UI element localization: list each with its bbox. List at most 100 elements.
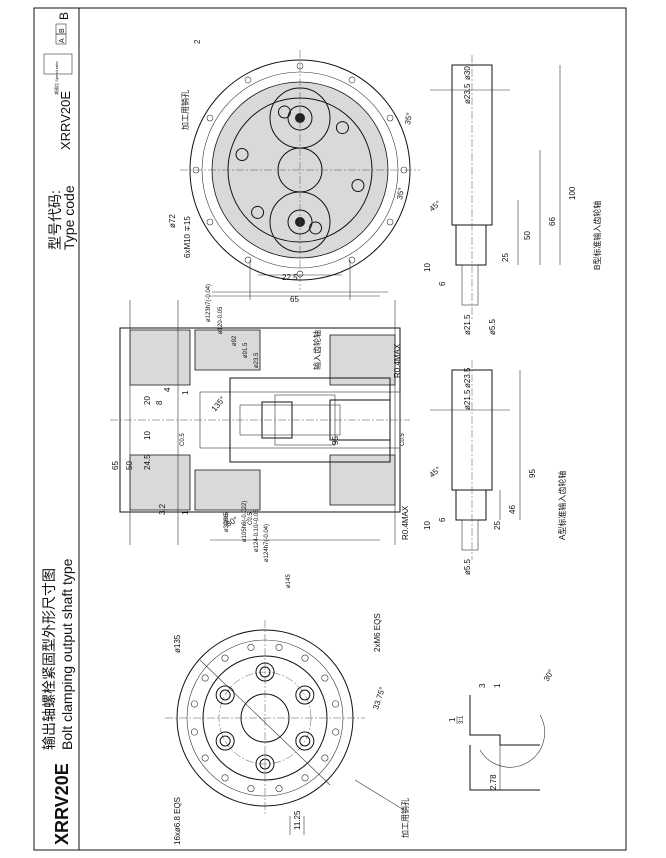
flange-hole — [247, 785, 255, 793]
sec-c2: C0.5 — [400, 433, 406, 446]
section-left-dim: 20 — [143, 396, 152, 405]
section-left-dim: 50 — [125, 461, 134, 470]
sec-c4: C0.5 — [248, 512, 254, 525]
section-left-dim: 1 — [181, 510, 190, 515]
sec-95: 95 — [331, 436, 340, 445]
option-a: A — [59, 38, 66, 43]
section-left-dim: 65 — [111, 461, 120, 470]
section-diameter-dims: ø145ø124h7(-0.04)ø124-0.10/-0.05ø105h6(-… — [206, 284, 292, 588]
sa-25: 25 — [493, 521, 502, 530]
tapped-hole — [309, 221, 323, 235]
outer-hole — [296, 270, 304, 278]
flange-hole — [332, 728, 340, 736]
detail-d3: 2.78 — [489, 774, 498, 790]
flange-hole — [321, 754, 329, 762]
pcd-label: ø135 — [173, 634, 182, 653]
section-diameter-dim: ø23.5 — [254, 352, 260, 368]
section-left-dim: 1 — [181, 390, 190, 395]
section-left-dim: 3.2 — [158, 503, 167, 515]
shaft-a-label: A型标准输入齿轮轴 — [557, 471, 567, 540]
flange-hole — [301, 654, 309, 662]
flange-hole — [221, 774, 229, 782]
flange-hole — [201, 674, 209, 682]
output-bolt — [215, 731, 235, 751]
sa-21-5: ø21.5 — [463, 389, 472, 410]
section-diameter-dim: ø120-0.05 — [218, 306, 224, 334]
sa-5-5: ø5.5 — [463, 558, 472, 575]
detail-view: 1 3:1 3 1 30° 2.78 — [448, 668, 556, 791]
option-b-outer: B — [57, 12, 71, 20]
detail-d1: 3 — [478, 683, 487, 688]
section-diameter-dim: ø124-0.10/-0.05 — [254, 509, 260, 552]
rv-35b: 35° — [395, 187, 406, 200]
tapped-hole — [277, 105, 291, 119]
outer-hole — [244, 256, 252, 264]
flange-hole — [221, 654, 229, 662]
rv-35a: 35° — [403, 112, 414, 125]
flange-hole — [190, 700, 198, 708]
sa-45: 45° — [428, 465, 443, 480]
sec-input: 输入齿轮轴 — [312, 330, 322, 370]
sb-100: 100 — [568, 186, 577, 200]
outer-hole — [206, 114, 214, 122]
title-en: Bolt clamping output shaft type — [59, 558, 75, 750]
flange-hole — [275, 643, 283, 651]
section-left-dim: 24.5 — [143, 454, 152, 470]
shaft-a: ø23.5 ø21.5 ø5.5 45° 95 46 25 10 6 A型标准输… — [423, 360, 567, 575]
flange-hole — [201, 754, 209, 762]
shaft-b: ø30 ø23.5 ø21.5 ø5.5 45° 100 66 50 25 10… — [423, 55, 602, 335]
sb-30: ø30 — [463, 66, 472, 80]
output-flange-view: ø135 2xM6 EQS 33.75° 16xø6.8 EQS 加工用销孔 1… — [165, 613, 410, 845]
input-side-view: ø72 6xM10 ∓15 22.5 65 35° 35° 2 加工用销孔 — [168, 39, 420, 304]
section-left-dim: 8 — [155, 400, 164, 405]
tapped-hole — [351, 179, 365, 193]
section-left-dim: 10 — [143, 431, 152, 440]
width-label: 11.25 — [293, 810, 302, 830]
section-diameter-dim: ø32H6 — [224, 513, 230, 532]
outer-hole — [296, 62, 304, 70]
rv-2: 2 — [193, 39, 202, 44]
tapped-hole — [235, 147, 249, 161]
sb-66: 66 — [548, 217, 557, 226]
outer-hole — [206, 218, 214, 226]
output-bolt — [255, 754, 275, 774]
outer-hole — [386, 218, 394, 226]
tapped-hole — [335, 121, 349, 135]
option-b: B — [59, 28, 66, 33]
flange-hole — [321, 674, 329, 682]
flange-hole — [247, 643, 255, 651]
model-title: XRRV20E — [52, 763, 72, 845]
outer-hole — [348, 256, 356, 264]
option-box-b — [55, 23, 67, 35]
sec-r1: R0.4MAX — [393, 343, 402, 378]
sa-10: 10 — [423, 521, 432, 530]
flange-holes — [190, 643, 340, 793]
rv-pin: 加工用销孔 — [180, 90, 190, 130]
outer-hole — [400, 166, 408, 174]
section-diameter-dim: ø123h7(-0.04) — [206, 284, 212, 322]
rv-65: 65 — [290, 295, 299, 304]
detail-scale-den: 3:1 — [459, 715, 465, 724]
sec-c3: C0.5 — [224, 512, 230, 525]
tap-label: 2xM6 EQS — [373, 613, 382, 652]
rv-22-5: 22.5 — [282, 273, 298, 282]
holes-label: 16xø6.8 EQS — [173, 797, 182, 845]
sec-135: 135° — [210, 395, 228, 413]
section-diameter-dim: ø91.5 — [243, 342, 249, 358]
tapped-hole — [251, 205, 265, 219]
angle-label: 33.75° — [371, 686, 387, 711]
pin-label: 加工用销孔 — [400, 798, 410, 838]
detail-scale: 1 — [448, 717, 457, 722]
output-bolt — [295, 685, 315, 705]
sb-23-5: ø23.5 — [463, 83, 472, 104]
flange-hole — [332, 700, 340, 708]
sb-21-5: ø21.5 — [463, 314, 472, 335]
sheet-border — [33, 7, 627, 851]
shaft-b-label: B型标准输入齿轮轴 — [592, 201, 602, 270]
outer-hole — [386, 114, 394, 122]
rv-d72: ø72 — [168, 214, 177, 228]
output-bolt — [255, 662, 275, 682]
sb-45: 45° — [428, 199, 443, 214]
